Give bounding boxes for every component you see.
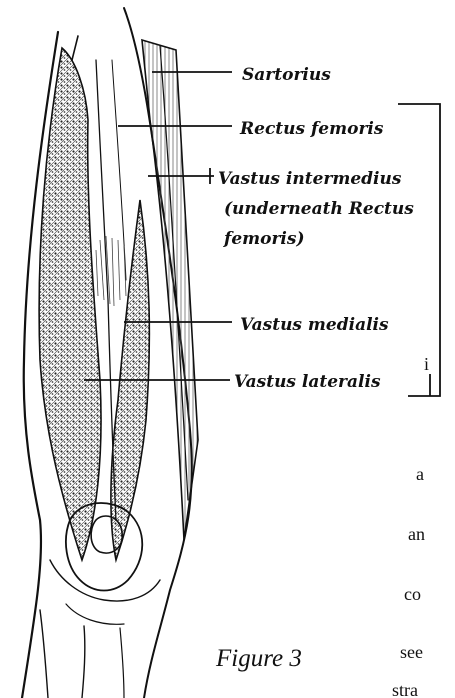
- label-vastus-intermedius: Vastus intermedius: [218, 169, 402, 189]
- sartorius-muscle: [142, 40, 198, 540]
- cut-off-text-5: see: [400, 642, 423, 662]
- cut-off-text-1: i: [424, 354, 429, 374]
- label-rectus-femoris: Rectus femoris: [239, 119, 384, 139]
- cut-off-text-6: stra: [392, 680, 418, 698]
- label-vastus-intermedius-note-1: (underneath Rectus: [224, 199, 414, 219]
- quadriceps-bracket: [398, 104, 440, 396]
- label-vastus-lateralis: Vastus lateralis: [234, 372, 381, 392]
- cut-off-text-2: a: [416, 464, 424, 484]
- cut-off-text-3: an: [408, 524, 425, 544]
- cut-off-text-4: co: [404, 584, 421, 604]
- label-sartorius: Sartorius: [242, 65, 331, 85]
- figure-caption: Figure 3: [215, 645, 302, 672]
- label-vastus-medialis: Vastus medialis: [240, 315, 389, 335]
- label-vastus-intermedius-note-2: femoris): [223, 229, 304, 249]
- vastus-lateralis-muscle: [39, 48, 101, 560]
- knee-joint: [40, 503, 160, 698]
